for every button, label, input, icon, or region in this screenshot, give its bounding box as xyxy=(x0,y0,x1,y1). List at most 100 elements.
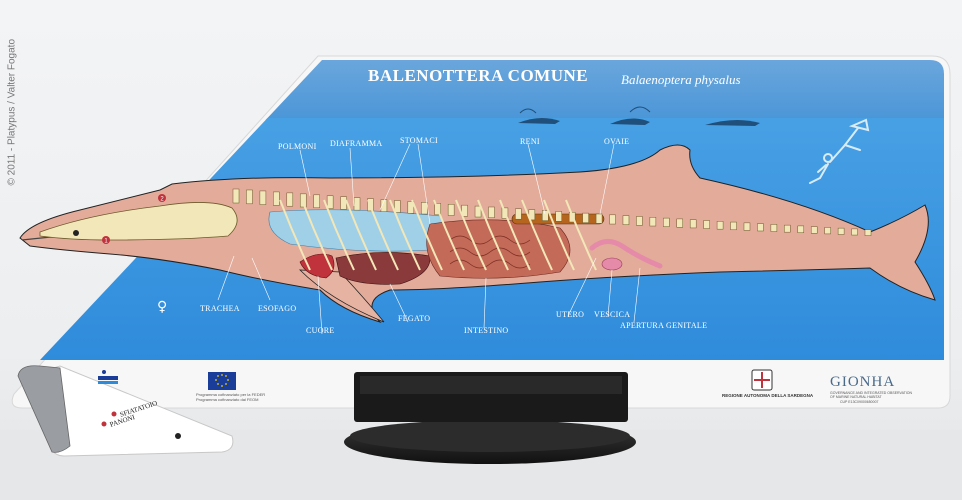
vertebra xyxy=(447,204,455,216)
small-panel-stand xyxy=(17,365,71,453)
vertebra xyxy=(394,200,401,213)
vertebra xyxy=(582,212,589,223)
small-panel-eye xyxy=(175,433,181,439)
marker-2-text: 2 xyxy=(160,197,164,203)
skull xyxy=(39,202,238,241)
vertebra xyxy=(703,220,710,229)
vertebra xyxy=(663,217,670,227)
label-vescica: VESCICA xyxy=(594,310,631,319)
surface-whales-icon xyxy=(518,106,760,126)
label-reni: RENI xyxy=(520,137,540,146)
vertebra xyxy=(273,191,280,206)
label-diaframma: DIAFRAMMA xyxy=(330,139,383,148)
rib xyxy=(521,199,553,271)
label-stomaci: STOMACI xyxy=(400,136,438,145)
label-ovaie: OVAIE xyxy=(604,137,630,146)
label-utero: UTERO xyxy=(556,310,585,319)
rib xyxy=(279,199,311,271)
rib xyxy=(345,199,377,271)
vertebra xyxy=(474,205,482,218)
vertebra xyxy=(810,226,818,234)
vertebra xyxy=(555,211,562,222)
rib xyxy=(301,199,333,271)
pectoral-fin xyxy=(298,269,385,323)
vertebra xyxy=(851,228,858,236)
eu-flag-icon xyxy=(208,372,236,390)
marker-1-text: 1 xyxy=(104,239,108,245)
vertebra xyxy=(232,188,240,204)
vertebra xyxy=(407,201,415,214)
vertebra xyxy=(743,222,751,231)
stand-top xyxy=(350,420,630,452)
panel-title: BALENOTTERA COMUNE xyxy=(368,66,589,85)
whale-eye xyxy=(73,230,79,236)
vertebra xyxy=(353,197,361,211)
rib xyxy=(499,199,531,271)
label-esofago: ESOFAGO xyxy=(258,304,297,313)
liver xyxy=(335,252,431,285)
vertebra xyxy=(622,215,630,225)
leader-lines xyxy=(217,143,641,335)
small-panel-logo-icon xyxy=(98,370,118,384)
female-symbol: ♀ xyxy=(157,299,167,315)
vertebra xyxy=(797,225,805,233)
vertebra xyxy=(609,214,616,225)
cup-text: CUP E13C09000650007 xyxy=(840,400,879,404)
vertebra xyxy=(515,208,522,220)
eu-text-line2: Programma cofinanziato dal FEOM xyxy=(196,397,259,402)
small-marker-1 xyxy=(101,421,107,427)
diver-icon xyxy=(809,118,870,184)
photo-credit: © 2011 - Platypus / Valter Fogato xyxy=(6,38,18,186)
rib xyxy=(433,199,465,271)
gionha-text-line2: OF MARINE NATURAL HABITAT xyxy=(830,395,882,399)
vertebra xyxy=(421,202,428,215)
crest-cross xyxy=(754,372,770,388)
small-marker-2 xyxy=(111,411,117,417)
vertebra xyxy=(689,219,697,229)
vertebra xyxy=(770,224,778,232)
rib xyxy=(477,199,509,271)
label-polmoni: POLMONI xyxy=(278,142,317,151)
rib xyxy=(411,199,443,271)
gionha-text-line1: GOVERNANCE AND INTEGRATED OBSERVATION xyxy=(830,391,913,395)
vertebra xyxy=(676,218,683,228)
vertebra xyxy=(784,224,791,233)
uterus xyxy=(589,239,663,269)
stand-clip-highlight xyxy=(360,376,622,394)
lungs xyxy=(268,209,444,252)
eu-stars-icon xyxy=(215,374,229,387)
label-trachea: TRACHEA xyxy=(200,304,240,313)
vertebra xyxy=(461,204,468,217)
vertebra xyxy=(259,190,267,205)
vertebra xyxy=(542,210,549,221)
vertebra xyxy=(246,189,253,205)
heart xyxy=(299,253,335,279)
vertebra xyxy=(595,213,603,224)
vertebra xyxy=(380,199,388,212)
label-fegato: FEGATO xyxy=(398,314,431,323)
vertebra xyxy=(340,196,347,210)
marker-1 xyxy=(102,236,110,244)
label-cuore: CUORE xyxy=(306,326,335,335)
gionha-logo: GIONHA xyxy=(830,374,896,390)
vertebra xyxy=(636,216,643,226)
vertebra xyxy=(757,223,764,232)
rib xyxy=(389,199,421,271)
ribs xyxy=(279,199,597,271)
label-intestino: INTESTINO xyxy=(464,326,509,335)
vertebra xyxy=(313,194,320,209)
rib xyxy=(367,199,399,271)
vertebra xyxy=(488,206,495,219)
marker-2 xyxy=(158,194,166,202)
sardegna-text: REGIONE AUTONOMA DELLA SARDEGNA xyxy=(722,393,814,398)
vertebra xyxy=(326,195,334,209)
label-apertura-genitale: APERTURA GENITALE xyxy=(620,321,708,330)
vertebra xyxy=(716,221,724,230)
rib xyxy=(543,199,575,271)
bladder xyxy=(601,257,623,271)
vertebra xyxy=(649,217,657,227)
eu-text-line1: Programma cofinanziato per la FEDER xyxy=(196,392,266,397)
rib xyxy=(323,199,355,271)
vertebra xyxy=(730,221,737,231)
vertebra xyxy=(837,227,845,235)
